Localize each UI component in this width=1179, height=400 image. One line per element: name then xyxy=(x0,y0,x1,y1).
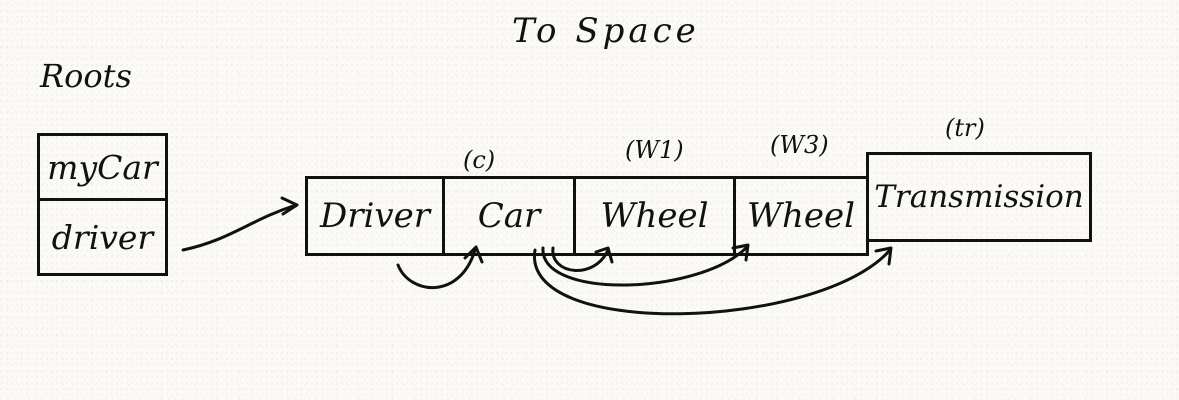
roots-label: Roots xyxy=(40,57,132,95)
cell-label: Driver xyxy=(320,196,430,236)
heap-cell-transmission: Transmission xyxy=(866,152,1092,242)
arrow-car-to-wheel-3 xyxy=(541,245,749,287)
cell-label: Car xyxy=(477,196,541,236)
arrowhead-car-to-transmission xyxy=(874,246,893,266)
arrow-car-to-wheel-1 xyxy=(551,246,610,272)
heap-cell-wheel-3: Wheel xyxy=(733,176,869,256)
arrowhead-car-to-wheel-3 xyxy=(731,243,750,262)
root-slot-label: driver xyxy=(51,217,154,257)
arrowhead-car-to-wheel-1 xyxy=(594,246,614,264)
diagram-title: To Space xyxy=(512,11,700,51)
arrow-root-to-driver xyxy=(181,203,298,252)
cell-label: Transmission xyxy=(874,179,1084,215)
heap-cell-car: Car xyxy=(442,176,576,256)
cell-tag-car: (c) xyxy=(463,146,496,174)
arrow-driver-to-car xyxy=(396,248,477,289)
cell-tag-transmission: (tr) xyxy=(945,114,985,142)
root-slot-driver: driver xyxy=(37,198,168,276)
arrowhead-driver-to-car xyxy=(463,245,484,264)
cell-label: Wheel xyxy=(747,196,855,236)
arrow-car-to-transmission xyxy=(533,248,892,316)
arrowhead-root-to-driver xyxy=(280,196,299,216)
root-slot-label: myCar xyxy=(47,147,158,187)
cell-tag-wheel-1: (W1) xyxy=(625,136,684,164)
cell-tag-wheel-3: (W3) xyxy=(770,131,829,159)
cell-label: Wheel xyxy=(600,196,709,236)
